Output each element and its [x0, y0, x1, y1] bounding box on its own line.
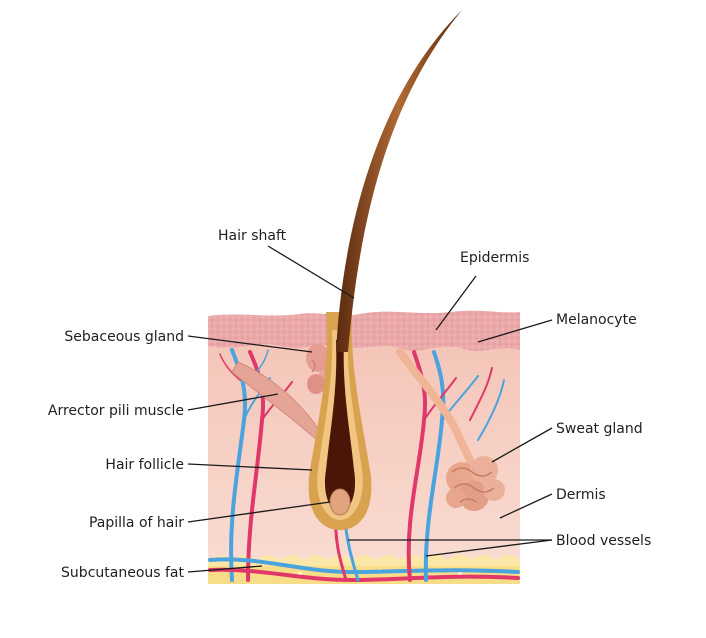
hair-papilla: [329, 488, 351, 516]
sweat-gland: [396, 348, 505, 511]
blood-vessels-label: Blood vessels: [556, 533, 651, 549]
hair-shaft: [336, 10, 462, 352]
papilla-of-hair-leader: [187, 501, 331, 523]
hair-follicle-leader: [187, 463, 313, 471]
melanocyte-label: Melanocyte: [556, 312, 637, 328]
sweat-gland-leader: [491, 427, 553, 463]
epidermis-layer: [208, 310, 520, 351]
melanocyte-leader: [477, 319, 553, 343]
dermis-label: Dermis: [556, 487, 606, 503]
hair-shaft-leader: [267, 245, 355, 299]
blood-vessels: [208, 348, 520, 583]
arrector-pili-muscle-leader: [187, 393, 279, 411]
sebaceous-gland-label: Sebaceous gland: [64, 329, 184, 345]
subcutaneous-fat-leader: [187, 565, 263, 573]
arrector-pili-muscle-label: Arrector pili muscle: [48, 403, 184, 419]
sebaceous-gland-leader: [187, 335, 313, 353]
papilla-of-hair-label: Papilla of hair: [89, 515, 184, 531]
dermis-leader: [499, 493, 553, 519]
sweat-gland-label: Sweat gland: [556, 421, 643, 437]
epidermis-label: Epidermis: [460, 250, 529, 266]
hair-shaft-label: Hair shaft: [218, 228, 287, 244]
epidermis-leader: [435, 275, 477, 331]
subcutaneous-fat-label: Subcutaneous fat: [61, 565, 184, 581]
blood-vessels-leader-2: [425, 539, 553, 557]
hair-follicle-label: Hair follicle: [105, 457, 184, 473]
